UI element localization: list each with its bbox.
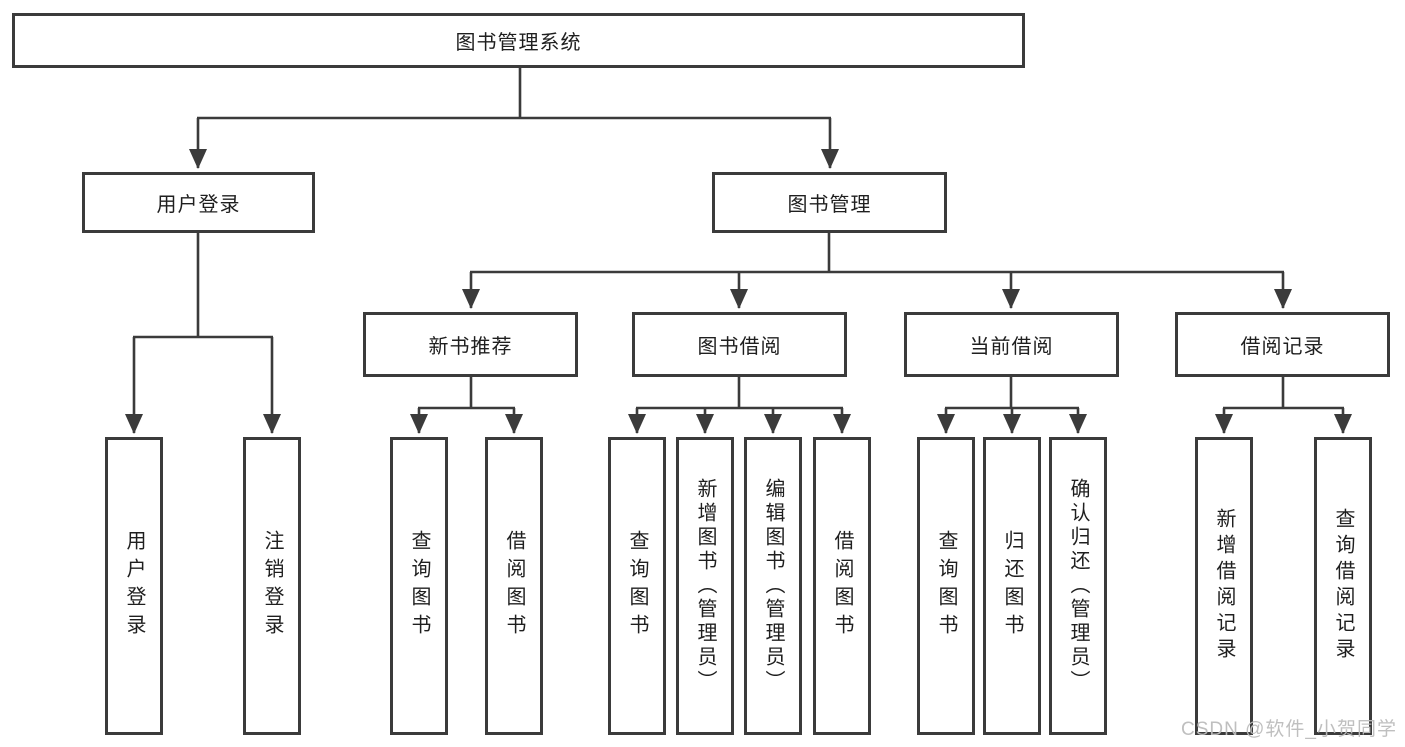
node-label: 当前借阅: [969, 336, 1054, 358]
node-user-login: 用户登录: [82, 172, 315, 233]
leaf-label: 新增图书（管理员）: [694, 478, 716, 694]
leaf-user-login: 用户登录: [105, 437, 163, 735]
node-label: 图书管理系统: [455, 32, 582, 54]
leaf-label: 借阅图书: [503, 530, 525, 642]
leaf-borrow-books: 借阅图书: [485, 437, 543, 735]
node-label: 用户登录: [156, 194, 241, 216]
leaf-label: 归还图书: [1001, 530, 1023, 642]
leaf-query-borrow-record: 查询借阅记录: [1314, 437, 1372, 735]
csdn-watermark: CSDN @软件_小贺同学: [1181, 719, 1397, 740]
leaf-query-books: 查询图书: [390, 437, 448, 735]
leaf-label: 查询图书: [626, 530, 648, 642]
node-label: 新书推荐: [428, 336, 513, 358]
leaf-label: 确认归还（管理员）: [1067, 478, 1089, 694]
leaf-label: 借阅图书: [831, 530, 853, 642]
leaf-label: 查询图书: [935, 530, 957, 642]
node-label: 借阅记录: [1240, 336, 1325, 358]
leaf-query-books: 查询图书: [917, 437, 975, 735]
node-book-borrow: 图书借阅: [632, 312, 847, 377]
node-new-book-recommend: 新书推荐: [363, 312, 578, 377]
leaf-query-books: 查询图书: [608, 437, 666, 735]
leaf-add-borrow-record: 新增借阅记录: [1195, 437, 1253, 735]
leaf-return-books: 归还图书: [983, 437, 1041, 735]
node-borrow-records: 借阅记录: [1175, 312, 1390, 377]
node-current-borrow: 当前借阅: [904, 312, 1119, 377]
node-label: 图书借阅: [697, 336, 782, 358]
leaf-label: 编辑图书（管理员）: [762, 478, 784, 694]
leaf-edit-books-admin: 编辑图书（管理员）: [744, 437, 802, 735]
node-label: 图书管理: [787, 194, 872, 216]
leaf-label: 查询图书: [408, 530, 430, 642]
node-book-management: 图书管理: [712, 172, 947, 233]
leaf-logout: 注销登录: [243, 437, 301, 735]
leaf-label: 新增借阅记录: [1213, 508, 1235, 664]
leaf-confirm-return-admin: 确认归还（管理员）: [1049, 437, 1107, 735]
leaf-label: 用户登录: [123, 530, 145, 642]
node-library-management-system: 图书管理系统: [12, 13, 1025, 68]
leaf-label: 查询借阅记录: [1332, 508, 1354, 664]
leaf-label: 注销登录: [261, 530, 283, 642]
leaf-add-books-admin: 新增图书（管理员）: [676, 437, 734, 735]
leaf-borrow-books: 借阅图书: [813, 437, 871, 735]
